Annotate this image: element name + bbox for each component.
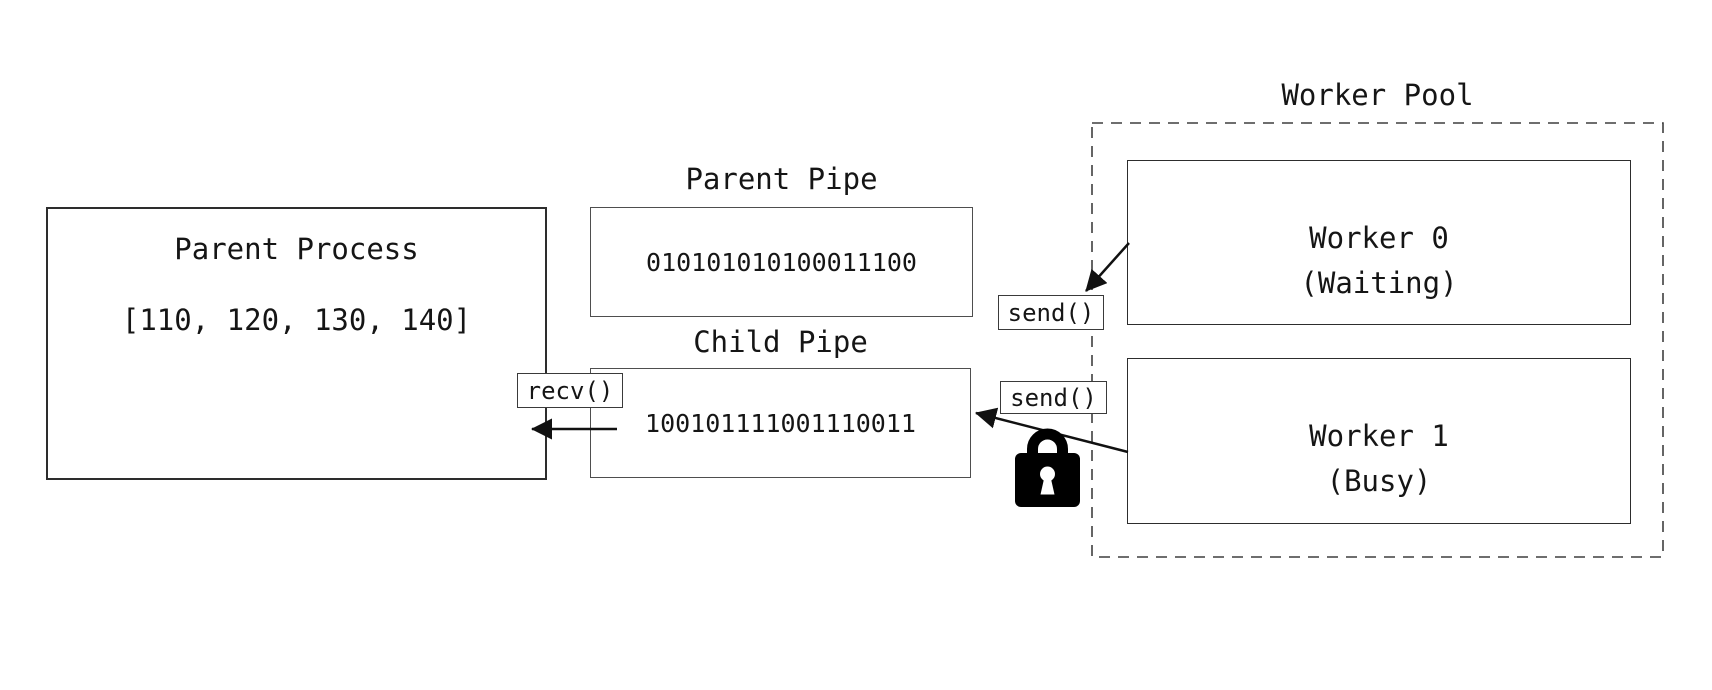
worker-0-box: Worker 0 (Waiting)	[1127, 160, 1631, 325]
worker-pool-title: Worker Pool	[1281, 78, 1474, 112]
recv-label: recv()	[517, 373, 623, 408]
send-label-worker1: send()	[1000, 381, 1107, 414]
worker-1-status: (Busy)	[1326, 464, 1432, 498]
arrow-send-worker1	[974, 407, 1129, 454]
parent-pipe-data: 010101010100011100	[646, 247, 917, 277]
parent-process-title: Parent Process	[174, 232, 419, 266]
parent-process-data: [110, 120, 130, 140]	[121, 303, 472, 337]
child-pipe-data: 100101111001110011	[645, 408, 916, 438]
lock-icon	[1015, 428, 1080, 507]
parent-process-box: Parent Process [110, 120, 130, 140]	[46, 207, 547, 480]
send-label-worker0: send()	[998, 295, 1104, 330]
child-pipe-title: Child Pipe	[693, 325, 868, 359]
parent-pipe-title: Parent Pipe	[685, 162, 878, 196]
worker-0-name: Worker 0	[1309, 221, 1449, 255]
worker-1-name: Worker 1	[1309, 419, 1449, 453]
child-pipe-box: 100101111001110011	[590, 368, 971, 478]
parent-pipe-box: 010101010100011100	[590, 207, 973, 317]
worker-1-box: Worker 1 (Busy)	[1127, 358, 1631, 524]
arrow-send-worker0	[1085, 242, 1130, 292]
worker-0-status: (Waiting)	[1300, 266, 1458, 300]
